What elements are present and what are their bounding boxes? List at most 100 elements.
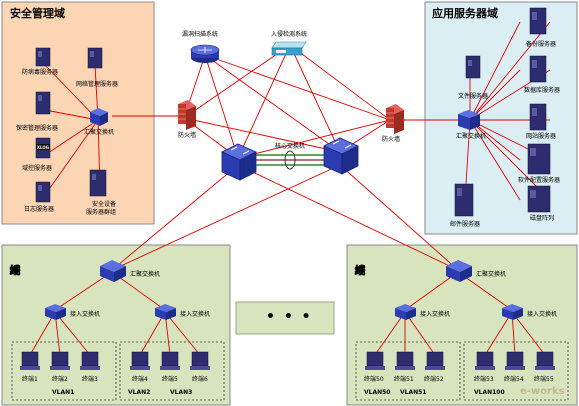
secrecy-server-label: 保密管理服务器 <box>16 125 59 132</box>
app-devices <box>454 7 551 217</box>
software-config-server-label: 软件配置服务器 <box>518 177 561 184</box>
core-switch-right-icon[interactable] <box>323 137 359 175</box>
vlan-label: VLAN3 <box>170 389 193 396</box>
terminal-label: 终端52 <box>424 376 444 383</box>
terminal-right-title-char: 域 <box>354 264 366 277</box>
terminal-label: 终端3 <box>82 376 98 383</box>
core-switch-label: 核心交换机 <box>275 143 306 150</box>
xlog-badge-bg <box>36 144 50 150</box>
right-agg-switch-label: 汇聚交换机 <box>476 271 507 278</box>
file-server-icon <box>465 55 481 79</box>
vuln-scan-icon[interactable] <box>190 44 220 63</box>
left-access-switch-2-label: 接入交换机 <box>180 311 211 318</box>
db-server-icon <box>529 55 547 83</box>
vlan-label: VLAN2 <box>128 389 151 396</box>
disk-array-icon <box>527 185 551 213</box>
terminal-label: 终端53 <box>474 376 494 383</box>
links <box>29 21 551 356</box>
security-devices <box>35 47 107 203</box>
disk-array-label: 磁盘阵列 <box>530 215 555 222</box>
backup-server-icon <box>529 7 547 35</box>
right-access-switch-1-label: 接入交换机 <box>420 311 451 318</box>
web-server-icon <box>529 103 547 131</box>
vlan-boxes <box>11 341 569 401</box>
pc-icon <box>21 351 39 367</box>
terminal-label: 终端55 <box>534 376 554 383</box>
right-agg-switch-icon[interactable] <box>446 260 472 282</box>
pc-icon <box>536 351 554 367</box>
vlan-label: VLAN51 <box>400 389 427 396</box>
server-group-label: 服务器群组 <box>86 209 117 216</box>
netmgmt-server-label: 网络管理服务器 <box>76 81 119 88</box>
pc-bases <box>20 366 555 370</box>
core-switch-left-icon[interactable] <box>221 143 257 181</box>
terminal-label: 终端5 <box>162 376 178 383</box>
pc-icon <box>81 351 99 367</box>
mail-server-label: 邮件服务器 <box>450 221 481 228</box>
core-interconnect <box>255 150 325 170</box>
right-access-switch-1-icon[interactable] <box>395 304 416 320</box>
app-domain-bg <box>424 1 578 235</box>
security-device-highlights <box>38 51 96 191</box>
ellipsis: • • • <box>266 309 313 325</box>
terminal-right-title-char: 终 <box>354 264 366 277</box>
right-access-switch-2-icon[interactable] <box>502 304 523 320</box>
app-domain-title: 应用服务器域 <box>432 7 498 20</box>
security-agg-switch-label: 汇聚交换机 <box>84 129 115 136</box>
vlan-label: VLAN50 <box>364 389 391 396</box>
pc-icon <box>161 351 179 367</box>
vlan50-box <box>355 341 461 401</box>
security-domain-bg <box>1 1 155 225</box>
web-server-label: 网站服务器 <box>526 133 557 140</box>
vlan-label: VLAN1 <box>52 389 75 396</box>
right-access-switch-2-label: 接入交换机 <box>527 311 558 318</box>
pc-icon <box>191 351 209 367</box>
app-agg-switch-icon[interactable] <box>458 110 480 130</box>
vlan-label: VLAN100 <box>474 389 505 396</box>
pc-icon <box>426 351 444 367</box>
pc-icon <box>396 351 414 367</box>
ids-label: 入侵检测系统 <box>271 31 308 38</box>
left-access-switch-1-icon[interactable] <box>45 304 66 320</box>
vuln-scan-label: 漏洞扫描系统 <box>182 31 219 38</box>
terminal-label: 终端4 <box>132 376 148 383</box>
ellipsis-box <box>235 301 335 335</box>
right-firewall-label: 防火墙 <box>382 136 401 143</box>
left-firewall-label: 防火墙 <box>178 132 197 139</box>
ids-icon[interactable] <box>271 41 307 56</box>
xlog-badge-label: XLOG <box>37 145 49 150</box>
terminal-label: 终端54 <box>504 376 524 383</box>
pc-icon <box>131 351 149 367</box>
terminal-left-title-char: 终 <box>9 264 21 277</box>
watermark: e-works <box>520 386 565 397</box>
terminal-right-title-char: 端 <box>354 264 366 277</box>
pc-icon <box>366 351 384 367</box>
log-server-label: 日志服务器 <box>24 206 55 213</box>
app-agg-switch-label: 汇聚交换机 <box>456 133 487 140</box>
security-device-label: 安全设备 <box>92 201 117 208</box>
vlan100-box <box>463 341 569 401</box>
terminal-left-title-char: 域 <box>9 264 21 277</box>
firewall-right-icon[interactable] <box>386 104 404 134</box>
file-server-label: 文件服务器 <box>458 93 489 100</box>
left-access-switch-2-icon[interactable] <box>155 304 176 320</box>
left-agg-switch-icon[interactable] <box>100 260 126 282</box>
pc-icon <box>51 351 69 367</box>
terminals <box>21 351 554 367</box>
security-agg-switch-icon[interactable] <box>90 108 108 126</box>
terminal-left-title-char: 端 <box>9 264 21 277</box>
terminal-label: 终端51 <box>394 376 414 383</box>
domain-server-label: 域控服务器 <box>22 165 53 172</box>
vlan1-box <box>11 341 117 401</box>
security-device-icon <box>89 169 107 197</box>
firewall-left-icon[interactable] <box>178 100 196 130</box>
terminal-label: 终端1 <box>22 376 38 383</box>
app-device-highlights <box>457 12 537 198</box>
antivirus-server-label: 防病毒服务器 <box>22 69 59 76</box>
terminal-label: 终端6 <box>192 376 208 383</box>
vlan2-box <box>119 341 225 401</box>
left-agg-switch-label: 汇聚交换机 <box>130 271 161 278</box>
db-server-label: 数据库服务器 <box>524 87 561 94</box>
terminal-label: 终端50 <box>364 376 384 383</box>
